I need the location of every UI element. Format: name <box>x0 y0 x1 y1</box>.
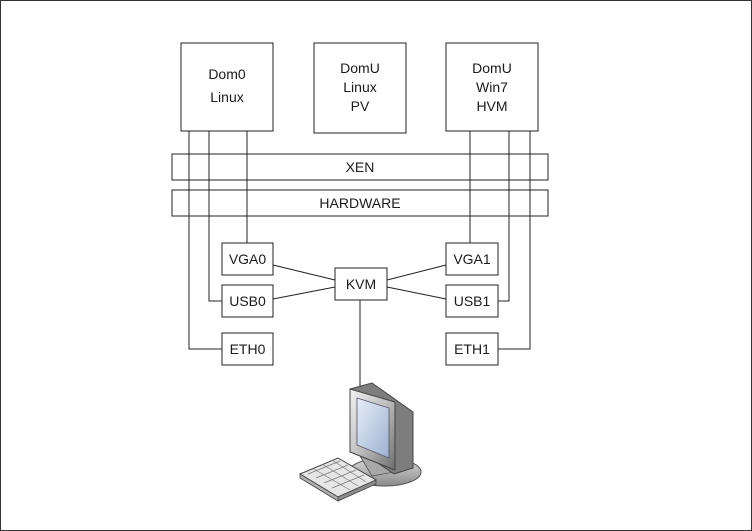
eth1-label: ETH1 <box>454 341 490 357</box>
eth0-box: ETH0 <box>221 332 274 366</box>
desktop-computer-icon <box>298 382 422 502</box>
domu-pv-line-1: DomU <box>340 60 380 76</box>
xen-layer: XEN <box>171 153 549 181</box>
domu-hvm-box: DomU Win7 HVM <box>445 42 539 132</box>
line-kvm-usb1 <box>386 286 447 300</box>
xen-label: XEN <box>346 159 375 175</box>
vga0-box: VGA0 <box>221 242 274 276</box>
usb0-box: USB0 <box>221 284 274 318</box>
kvm-label: KVM <box>346 276 376 292</box>
usb1-box: USB1 <box>445 284 499 318</box>
eth1-box: ETH1 <box>445 332 499 366</box>
vga0-label: VGA0 <box>229 251 267 267</box>
eth0-label: ETH0 <box>230 341 266 357</box>
vga1-box: VGA1 <box>445 242 499 276</box>
dom0-line-2: Linux <box>210 89 243 105</box>
domu-pv-box: DomU Linux PV <box>313 42 407 134</box>
line-kvm-vga1 <box>386 264 447 281</box>
line-dom0-usb0 <box>208 131 222 302</box>
domu-hvm-line-2: Win7 <box>476 79 508 95</box>
domu-pv-line-2: Linux <box>343 79 376 95</box>
line-vga0-kvm <box>272 264 336 281</box>
domu-pv-line-3: PV <box>351 98 370 114</box>
usb0-label: USB0 <box>229 293 266 309</box>
hardware-label: HARDWARE <box>319 195 400 211</box>
line-usb0-kvm <box>272 286 336 300</box>
domu-hvm-line-1: DomU <box>472 60 512 76</box>
vga1-label: VGA1 <box>453 251 491 267</box>
hardware-layer: HARDWARE <box>171 189 549 217</box>
dom0-line-1: Dom0 <box>208 66 246 82</box>
dom0-box: Dom0 Linux <box>180 42 274 132</box>
domu-hvm-line-3: HVM <box>476 98 507 114</box>
kvm-box: KVM <box>334 267 388 301</box>
usb1-label: USB1 <box>454 293 491 309</box>
